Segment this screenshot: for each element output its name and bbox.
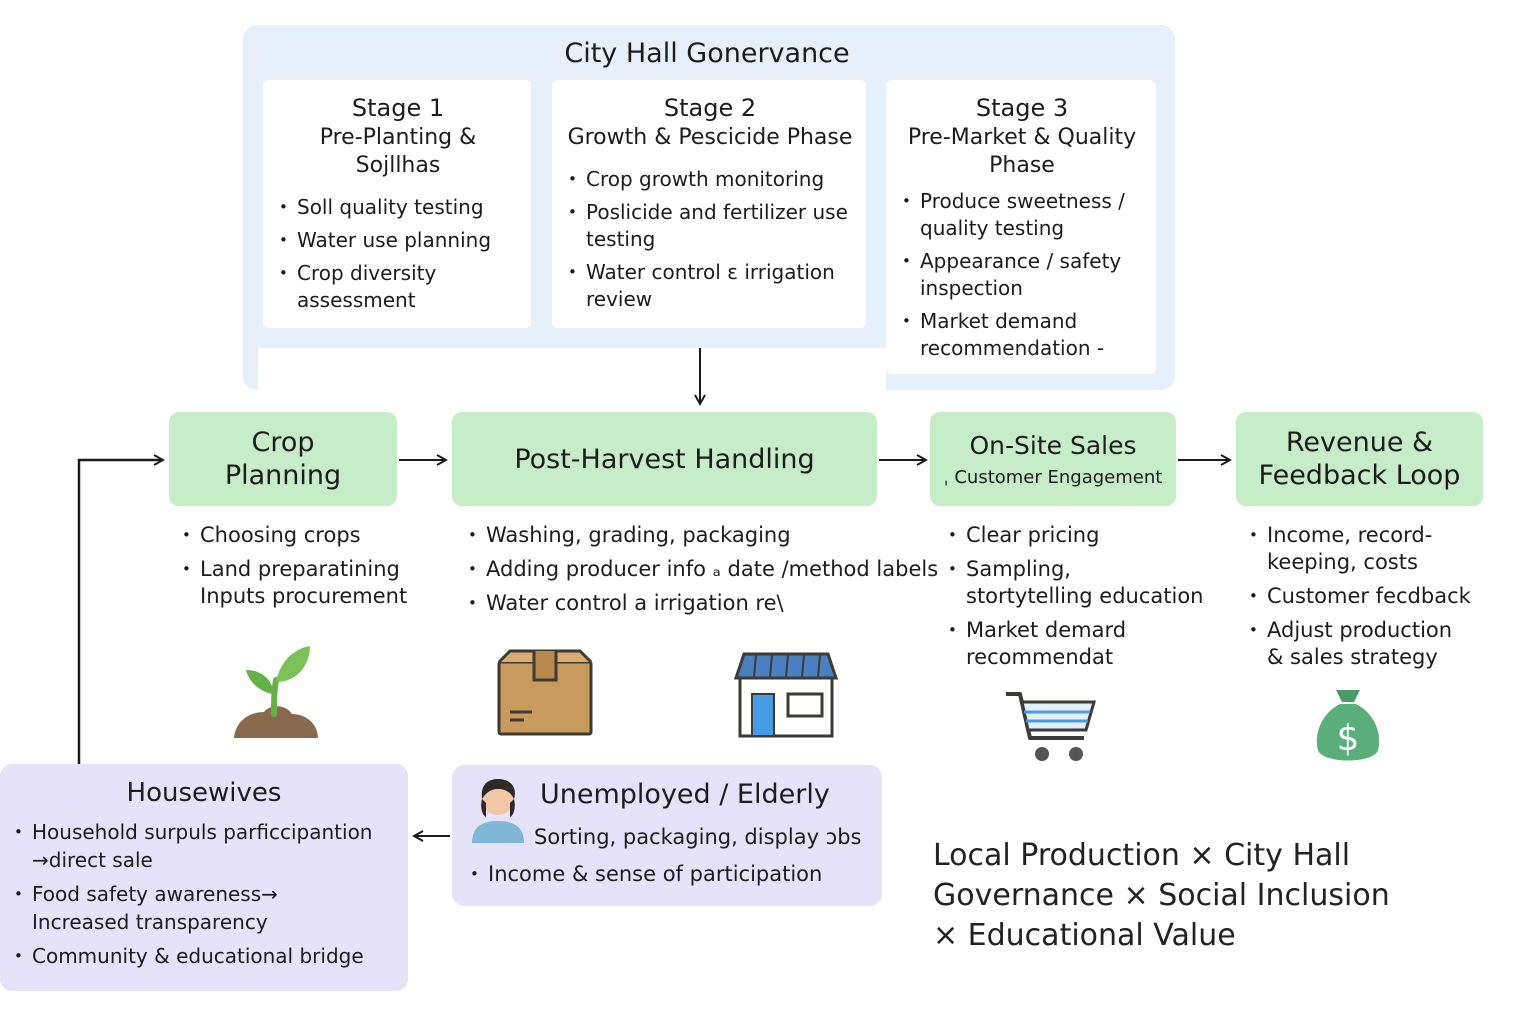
list-item: Poslicide and fertilizer use testing — [564, 199, 856, 253]
unemployed-elderly-box: Unemployed / Elderly Sorting, packaging,… — [452, 765, 882, 906]
summary-text: Local Production × City Hall Governance … — [933, 836, 1493, 956]
list-item: Income & sense of participation — [466, 861, 866, 888]
list-item: Crop growth monitoring — [564, 166, 856, 193]
list-item: Community & educational bridge — [10, 942, 398, 970]
governance-panel-cutout — [258, 348, 886, 408]
stage-1-list: Soll quality testing Water use planning … — [275, 194, 521, 314]
stage-2-title: Stage 2 — [663, 94, 757, 122]
governance-title: City Hall Gonervance — [564, 38, 850, 69]
list-item: Washing, grading, packaging — [464, 522, 934, 549]
list-item: Market demard recommendat — [944, 617, 1144, 671]
list-item: Choosing crops — [178, 522, 438, 549]
svg-text:$: $ — [1337, 718, 1360, 759]
crop-planning-list: Choosing crops Land preparatining Inputs… — [178, 522, 438, 617]
person-icon — [472, 779, 524, 843]
list-item: Food safety awareness→ Increased transpa… — [10, 880, 290, 936]
arrow-housewives-to-crop — [77, 460, 163, 764]
stage-1-title: Stage 1 — [351, 94, 445, 122]
housewives-title: Housewives — [126, 778, 282, 808]
list-item: Appearance / safety inspection — [898, 248, 1146, 302]
sprout-icon — [234, 646, 318, 738]
on-site-sales-list: Clear pricing Sampling, stortytelling ed… — [944, 522, 1224, 678]
list-item: Sampling, stortytelling education — [944, 556, 1204, 610]
summary-line: Governance × Social Inclusion — [933, 878, 1390, 913]
stage-3-subtitle: Pre-Market & Quality Phase — [907, 125, 1137, 178]
crop-planning-box: Crop Planning — [169, 412, 397, 506]
revenue-feedback-list: Income, record-keeping, costs Customer f… — [1245, 522, 1505, 678]
list-item: Water control ɛ irrigation review — [564, 259, 856, 313]
on-site-sales-box: On-Site Sales ˌ Customer Engagement — [930, 412, 1176, 506]
unemployed-elderly-subtitle: Sorting, packaging, display ɔbs — [534, 825, 862, 849]
stage-1-card: Stage 1 Pre-Planting & Sojllhas Soll qua… — [263, 80, 531, 328]
stage-2-list: Crop growth monitoring Poslicide and fer… — [564, 166, 856, 313]
money-bag-icon: $ — [1316, 690, 1380, 761]
list-item: Household surpuls parficcipantion →direc… — [10, 818, 380, 874]
stage-2-card: Stage 2 Growth & Pescicide Phase Crop gr… — [552, 80, 866, 328]
on-site-sales-subtitle: ˌ Customer Engagement — [943, 466, 1163, 488]
list-item: Adjust production & sales strategy — [1245, 617, 1455, 671]
list-item: Market demand recommendation - — [898, 308, 1146, 362]
post-harvest-list: Washing, grading, packaging Adding produ… — [464, 522, 938, 624]
stage-3-title: Stage 3 — [975, 94, 1069, 122]
on-site-sales-title: On-Site Sales — [969, 430, 1137, 460]
post-harvest-box: Post-Harvest Handling — [452, 412, 877, 506]
revenue-feedback-title: Revenue & Feedback Loop — [1258, 427, 1461, 491]
housewives-box: Housewives Household surpuls parficcipan… — [0, 764, 408, 991]
list-item: Clear pricing — [944, 522, 1224, 549]
summary-line: Local Production × City Hall — [933, 838, 1351, 873]
list-item: Customer fecdback — [1245, 583, 1505, 610]
list-item: Produce sweetness / quality testing — [898, 188, 1146, 242]
cart-icon — [1006, 692, 1096, 761]
list-item: Soll quality testing — [275, 194, 521, 221]
stage-1-subtitle: Pre-Planting & Sojllhas — [319, 125, 477, 178]
box-icon — [497, 649, 593, 736]
list-item: Land preparatining Inputs procurement — [178, 556, 418, 610]
stage-3-list: Produce sweetness / quality testing Appe… — [898, 188, 1146, 362]
unemployed-elderly-title: Unemployed / Elderly — [540, 779, 830, 810]
housewives-list: Household surpuls parficcipantion →direc… — [10, 818, 398, 970]
stage-3-card: Stage 3 Pre-Market & Quality Phase Produ… — [886, 80, 1156, 374]
unemployed-elderly-list: Income & sense of participation — [466, 861, 866, 895]
list-item: Crop diversity assessment — [275, 260, 521, 314]
list-item: Water use planning — [275, 227, 521, 254]
list-item: Adding producer info ₐ date /method labe… — [464, 556, 938, 583]
post-harvest-title: Post-Harvest Handling — [514, 443, 815, 475]
stage-2-subtitle: Growth & Pescicide Phase — [567, 125, 853, 150]
crop-planning-title: Crop Planning — [224, 427, 342, 491]
list-item: Income, record-keeping, costs — [1245, 522, 1445, 576]
revenue-feedback-box: Revenue & Feedback Loop — [1236, 412, 1483, 506]
shop-icon — [733, 652, 839, 738]
summary-line: × Educational Value — [933, 918, 1236, 953]
list-item: Water control a irrigation re\ — [464, 590, 934, 617]
